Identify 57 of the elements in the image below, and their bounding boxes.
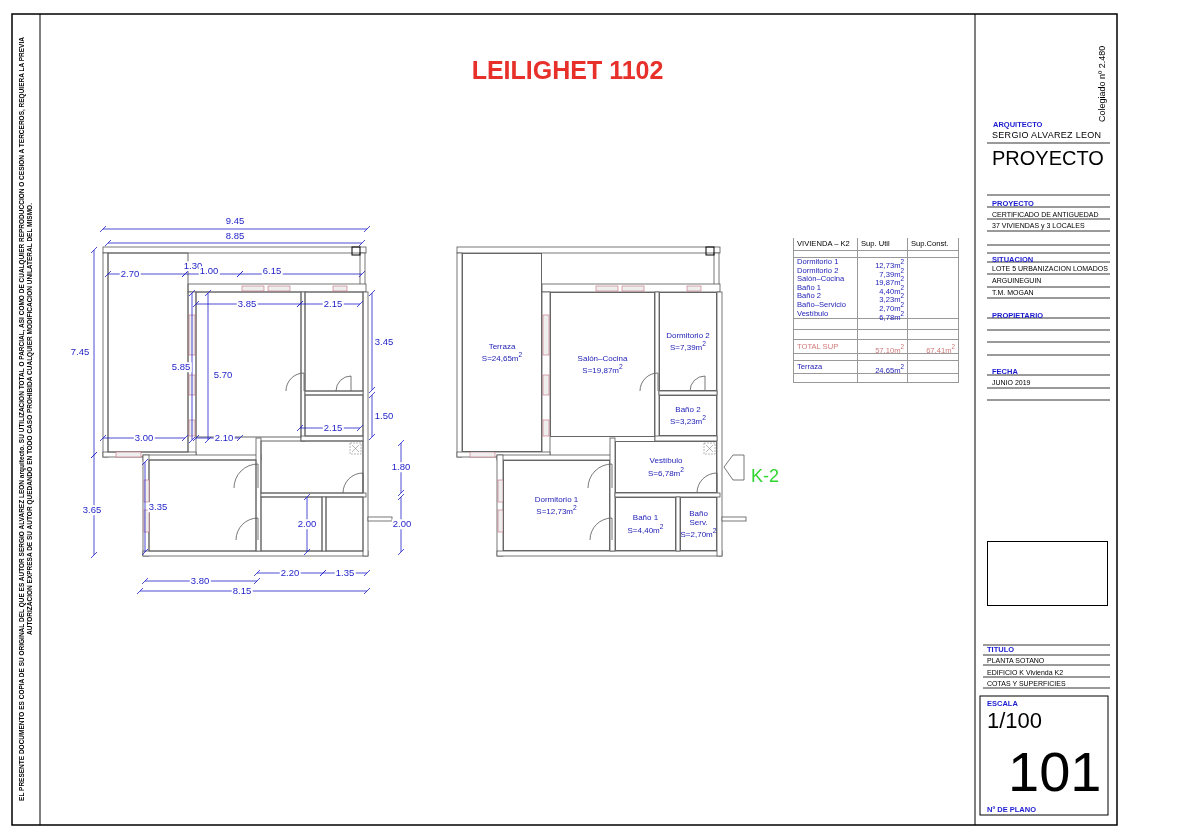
dimension-value: 5.85 (170, 362, 192, 372)
sheet-title: LEILIGHET 1102 (470, 56, 665, 85)
room (659, 292, 717, 391)
room-area: S=3,23m$^{2}$ (670, 414, 706, 426)
room (615, 497, 676, 551)
dimension-value: 8.15 (231, 586, 253, 596)
room-area: S=6,78m$^{2}$ (648, 465, 684, 478)
dimension-value: 2.10 (213, 433, 235, 443)
dimension-value: 3.85 (236, 299, 258, 309)
room-name: Salón–Cocina (577, 354, 628, 364)
dimension-value: 1.80 (390, 462, 412, 472)
dimension-value: 1.00 (198, 266, 220, 276)
room (503, 460, 610, 551)
sheet-number: 101 (1008, 744, 1102, 800)
room-name: Terraza (488, 342, 516, 352)
dimension-value: 2.70 (119, 269, 141, 279)
dimension-value: 1.50 (373, 411, 395, 421)
room (550, 292, 655, 437)
room-area: S=19,87m$^{2}$ (582, 363, 623, 375)
dimension-value: 3.35 (147, 502, 169, 512)
room (680, 497, 717, 551)
room-name: Baño Serv. (688, 508, 709, 528)
dimension-value: 2.00 (391, 519, 413, 529)
dimension-value: 2.20 (279, 568, 301, 578)
title-block-text: 1/100 (987, 710, 1043, 732)
dimension-value: 7.45 (69, 347, 91, 357)
room-name: Vestíbulo (649, 456, 683, 466)
entrance-arrow (723, 454, 745, 481)
room-area: S=12,73m$^{2}$ (536, 504, 577, 516)
room-area: S=24,65m$^{2}$ (481, 351, 523, 363)
room-name: Baño 2 (675, 405, 701, 415)
room-name: Dormitorio 1 (534, 495, 579, 505)
room-area: S=2,70m$^{2}$ (680, 527, 717, 540)
dimension-value: 1.35 (334, 568, 356, 578)
title-block-text: PROYECTO (992, 148, 1104, 168)
dimension-value: 8.85 (224, 231, 246, 241)
dimension-value: 6.15 (261, 266, 283, 276)
unit-marker: K-2 (751, 467, 779, 485)
dimension-value: 3.45 (373, 337, 395, 347)
architect-name: SERGIO ALVAREZ LEON (992, 131, 1102, 140)
room (615, 441, 717, 493)
dimension-value: 2.15 (322, 299, 344, 309)
dimension-value: 2.00 (296, 519, 318, 529)
room-area: S=4,40m$^{2}$ (627, 522, 664, 535)
registration-number: Colegiado nº 2.480 (1098, 45, 1107, 122)
dimension-value: 9.45 (224, 216, 246, 226)
room (659, 395, 717, 436)
room-name: Dormitorio 2 (666, 331, 710, 341)
dimension-value: 5.70 (212, 370, 234, 380)
dimension-value: 3.00 (133, 433, 155, 443)
empty-box (987, 541, 1108, 606)
dimension-value: 2.15 (322, 423, 344, 433)
room-name: Baño 1 (632, 513, 659, 523)
dimension-value: 3.80 (189, 576, 211, 586)
dimension-value: 3.65 (81, 505, 103, 515)
room (462, 253, 542, 452)
room-area: S=7,39m$^{2}$ (670, 340, 706, 352)
